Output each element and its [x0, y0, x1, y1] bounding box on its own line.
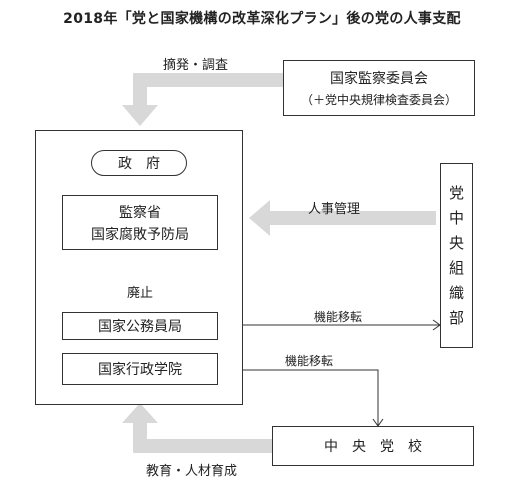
org-char-2: 中: [448, 208, 464, 227]
civil-service-box: 国家公務員局: [62, 312, 218, 340]
function-transfer-label-2: 機能移転: [285, 354, 334, 368]
org-char-5: 織: [448, 283, 464, 302]
central-party-school-label: 中 央 党 校: [324, 439, 422, 455]
audit-ministry-label: 監察省: [119, 204, 161, 221]
function-transfer-label-1: 機能移転: [314, 310, 363, 324]
gray-arrow-personnel: [249, 200, 436, 236]
civil-service-label: 国家公務員局: [98, 319, 182, 335]
org-char-1: 党: [448, 183, 464, 202]
government-label-box: 政 府: [91, 150, 187, 176]
supervision-commission-box: 国家監察委員会 （＋党中央規律検査委員会）: [283, 60, 475, 116]
education-label: 教育・人材育成: [146, 464, 238, 479]
audit-box: 監察省 国家腐敗予防局: [62, 195, 218, 250]
personnel-management-label: 人事管理: [308, 202, 361, 217]
org-char-6: 部: [448, 308, 464, 327]
admin-academy-box: 国家行政学院: [62, 353, 218, 385]
org-char-3: 央: [448, 233, 464, 252]
gray-arrow-education: [122, 403, 273, 453]
investigation-label: 摘発・調査: [163, 58, 229, 73]
diagram-title: 2018年「党と国家機構の改革深化プラン」後の党の人事支配: [63, 11, 461, 27]
discipline-commission-label: （＋党中央規律検査委員会）: [300, 93, 457, 107]
abolition-label: 廃止: [127, 286, 154, 301]
org-char-4: 組: [448, 258, 464, 277]
central-party-school-box: 中 央 党 校: [272, 426, 474, 466]
admin-academy-label: 国家行政学院: [98, 362, 182, 378]
organization-dept-box: 党 中 央 組 織 部: [440, 163, 473, 348]
gray-arrow-supervision: [122, 73, 283, 126]
corruption-prevention-label: 国家腐敗予防局: [91, 226, 189, 243]
supervision-commission-label: 国家監察委員会: [330, 71, 428, 87]
government-label: 政 府: [118, 156, 160, 172]
